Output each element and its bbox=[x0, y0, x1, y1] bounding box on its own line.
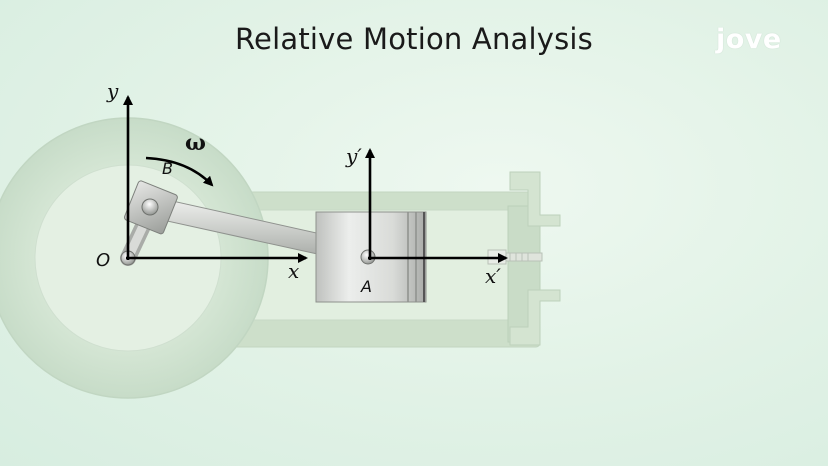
label-y-prime: y′ bbox=[345, 144, 362, 168]
intake-pipe bbox=[509, 171, 561, 227]
omega-rotation-arrow bbox=[145, 156, 214, 187]
slide-title: Relative Motion Analysis bbox=[235, 22, 593, 56]
exhaust-pipe bbox=[509, 289, 561, 346]
jove-logo: jove bbox=[716, 24, 782, 55]
label-omega: ω bbox=[185, 130, 206, 156]
label-pin-b: B bbox=[162, 159, 173, 178]
label-point-a: A bbox=[360, 277, 372, 296]
label-x: x bbox=[288, 259, 299, 283]
crank-pin-block bbox=[123, 180, 178, 235]
crank-pin bbox=[141, 198, 159, 216]
label-x-prime: x′ bbox=[485, 264, 501, 288]
label-y: y bbox=[106, 79, 119, 103]
label-origin: O bbox=[96, 250, 110, 271]
